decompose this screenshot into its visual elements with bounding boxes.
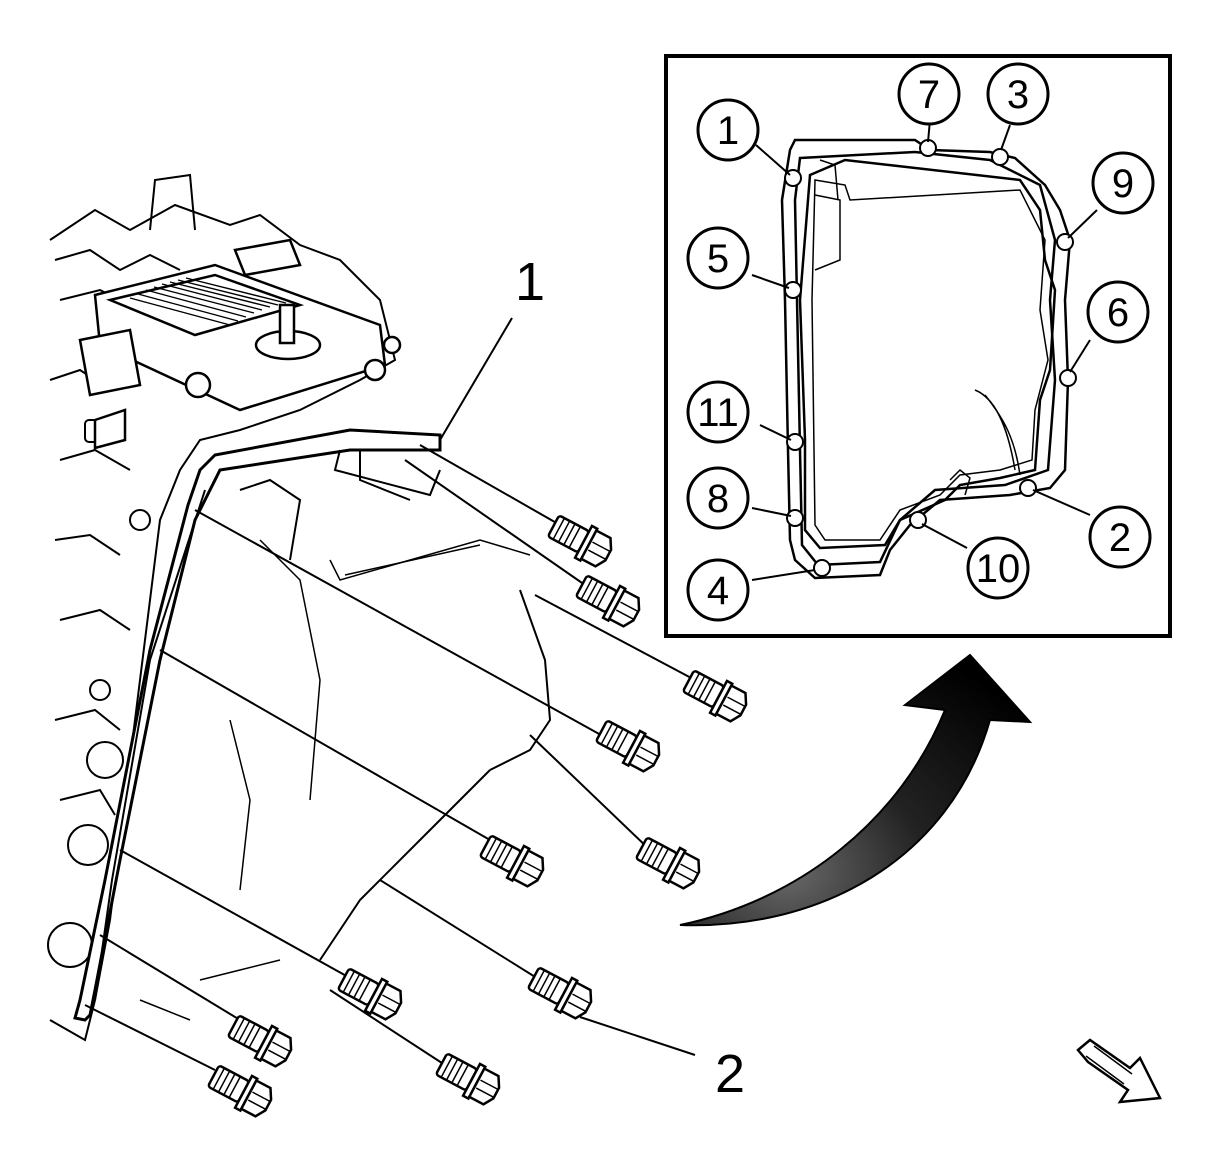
sequence-number-6: 6 [1107, 291, 1129, 335]
bolt [523, 960, 598, 1025]
sequence-number-1: 1 [717, 109, 739, 153]
bolts-callout-label: 2 [715, 1044, 745, 1104]
sequence-number-11: 11 [697, 391, 739, 435]
sequence-number-4: 4 [707, 569, 729, 613]
bolt [203, 1058, 278, 1123]
callout-pan: 1 [439, 252, 545, 441]
sequence-number-10: 10 [976, 547, 1021, 591]
curved-arrow-icon [679, 653, 1033, 927]
bolt [223, 1008, 298, 1073]
sequence-number-3: 3 [1007, 73, 1029, 117]
oil-pan [73, 428, 552, 1022]
callout-bolts: 2 [579, 1016, 745, 1104]
sequence-number-7: 7 [918, 73, 940, 117]
bolt [475, 828, 550, 893]
sequence-number-8: 8 [707, 477, 729, 521]
sequence-number-9: 9 [1112, 162, 1134, 206]
bolt [333, 961, 408, 1026]
pan-bolts [84, 444, 753, 1123]
bolt [631, 830, 706, 895]
bolt [591, 713, 666, 778]
sequence-number-5: 5 [707, 237, 729, 281]
pan-callout-label: 1 [515, 252, 545, 312]
view-direction-arrow-icon [1076, 1038, 1162, 1104]
bolt [678, 663, 753, 728]
sequence-number-2: 2 [1109, 516, 1131, 560]
bolt [431, 1046, 506, 1111]
torque-sequence-inset: 1 7 3 9 5 6 11 2 8 10 4 [664, 54, 1172, 638]
control-module [78, 238, 402, 450]
bolt [543, 508, 618, 573]
